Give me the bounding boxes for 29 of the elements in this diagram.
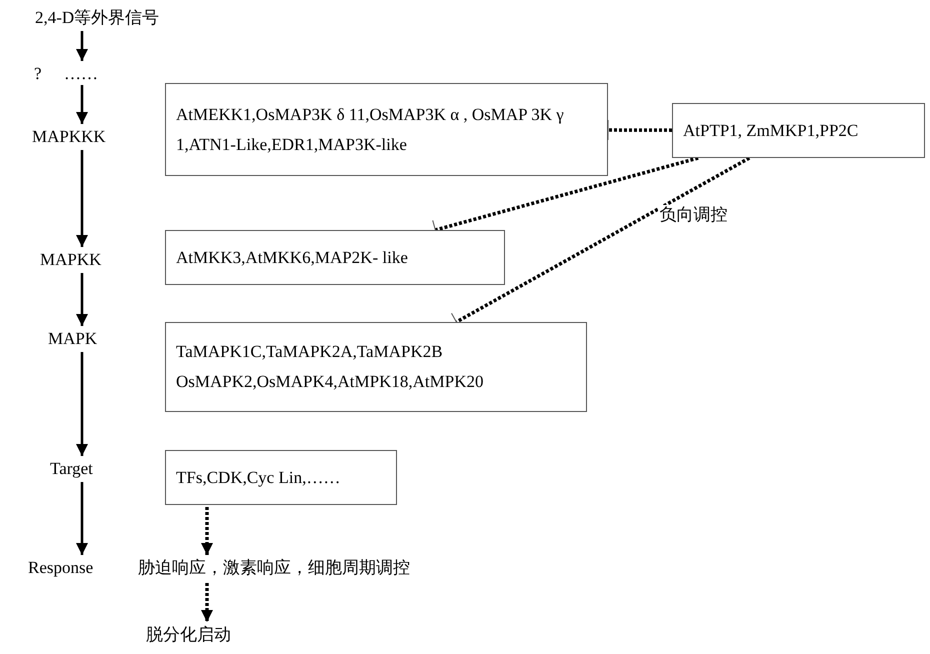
outcome-label: 脱分化启动 <box>146 624 270 648</box>
arrow <box>76 352 88 456</box>
stage-label: MAPKK <box>40 249 124 273</box>
gene-box <box>165 83 608 176</box>
arrow <box>76 482 88 555</box>
phosphatase-box <box>672 103 925 158</box>
dotted-arrow <box>201 583 213 622</box>
gene-box <box>165 230 505 285</box>
arrow <box>76 31 88 61</box>
question-mark-label: ? <box>34 63 42 85</box>
stage-label: MAPKKK <box>32 126 132 150</box>
signal-label: 2,4-D等外界信号 <box>35 7 185 31</box>
target-box <box>165 450 397 505</box>
dotted-arrow <box>201 507 213 555</box>
stage-label: Response <box>28 557 132 581</box>
stage-label: Target <box>50 458 114 482</box>
response-label: 胁迫响应，激素响应，细胞周期调控 <box>138 557 518 581</box>
arrow <box>76 85 88 124</box>
arrow <box>76 150 88 247</box>
gene-list: AtMKK3,AtMKK6,MAP2K- like <box>176 242 408 272</box>
gene-box <box>165 322 587 412</box>
gene-list: AtMEKK1,OsMAP3K δ 11,OsMAP3K α , OsMAP 3K γ 1,ATN1-Like,EDR1,MAP3K-like <box>176 100 597 160</box>
gene-list: TaMAPK1C,TaMAPK2A,TaMAPK2B OsMAPK2,OsMAPK4,AtMPK18,AtMPK20 <box>176 337 576 397</box>
arrow <box>76 273 88 326</box>
gene-list: TFs,CDK,Cyc Lin,…… <box>176 462 340 492</box>
stage-label: MAPK <box>48 328 118 352</box>
edge-label: 负向调控 <box>658 205 730 225</box>
ellipsis-label: …… <box>64 63 110 85</box>
gene-list: AtPTP1, ZmMKP1,PP2C <box>683 116 858 146</box>
